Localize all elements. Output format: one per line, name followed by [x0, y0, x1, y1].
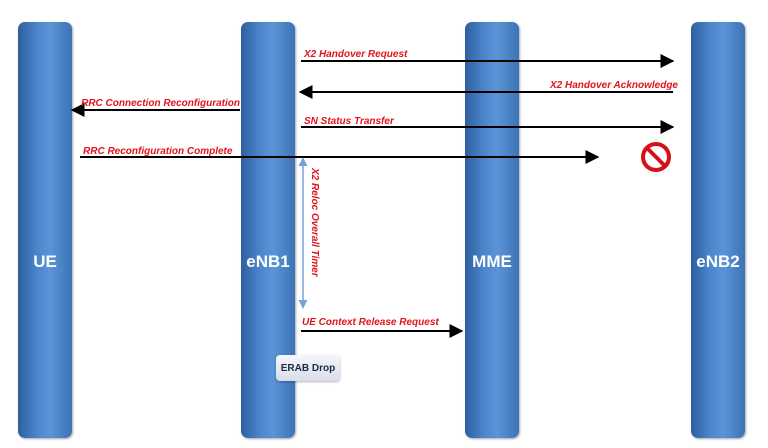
lane-label-ue: UE — [33, 252, 57, 271]
lane-enb2: eNB2 — [691, 22, 745, 438]
erab-drop-label: ERAB Drop — [280, 362, 336, 374]
timer-label: X2 Reloc Overall Timer — [309, 167, 320, 278]
erab-drop-box: ERAB Drop — [276, 355, 340, 381]
msg-ue-context-release: UE Context Release Request — [302, 317, 439, 328]
lane-label-enb1: eNB1 — [246, 252, 290, 271]
lane-label-enb2: eNB2 — [696, 252, 740, 271]
msg-x2-handover-ack: X2 Handover Acknowledge — [549, 80, 678, 91]
msg-rrc-conn-reconfig: RRC Connection Reconfiguration — [81, 98, 240, 109]
lane-ue: UE — [18, 22, 72, 438]
msg-rrc-reconfig-complete: RRC Reconfiguration Complete — [83, 146, 233, 157]
msg-sn-status-transfer: SN Status Transfer — [304, 116, 395, 127]
msg-x2-handover-request: X2 Handover Request — [303, 49, 408, 60]
lane-label-mme: MME — [472, 252, 512, 271]
no-entry-icon — [641, 142, 671, 172]
